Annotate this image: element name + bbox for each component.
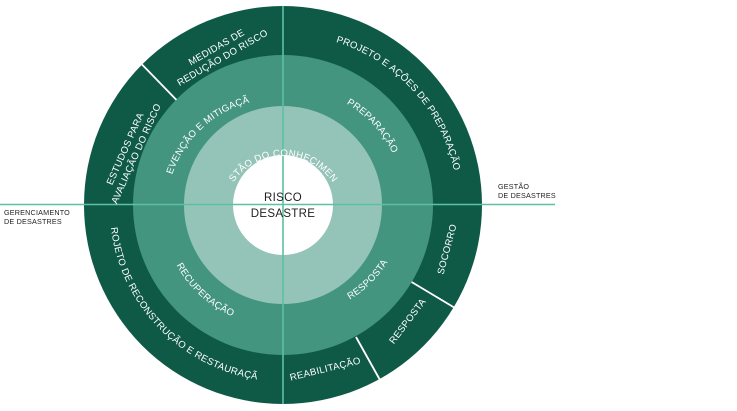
divider-right-lower-2 xyxy=(355,336,381,381)
left-axis-label-line2: DE DESASTRES xyxy=(4,217,62,226)
right-axis-label: GESTÃO DE DESASTRES xyxy=(498,182,556,200)
center-risk-label: RISCO xyxy=(264,192,302,204)
left-axis-label: GERENCIAMENTO DE DESASTRES xyxy=(4,208,70,226)
divider-right-lower-1 xyxy=(411,281,456,309)
right-axis-label-line2: DE DESASTRES xyxy=(498,191,556,200)
center-disaster-label: DESASTRE xyxy=(251,208,315,220)
right-axis-label-line1: GESTÃO xyxy=(498,182,530,191)
divider-top-left xyxy=(141,63,178,101)
left-axis-label-line1: GERENCIAMENTO xyxy=(4,208,70,217)
